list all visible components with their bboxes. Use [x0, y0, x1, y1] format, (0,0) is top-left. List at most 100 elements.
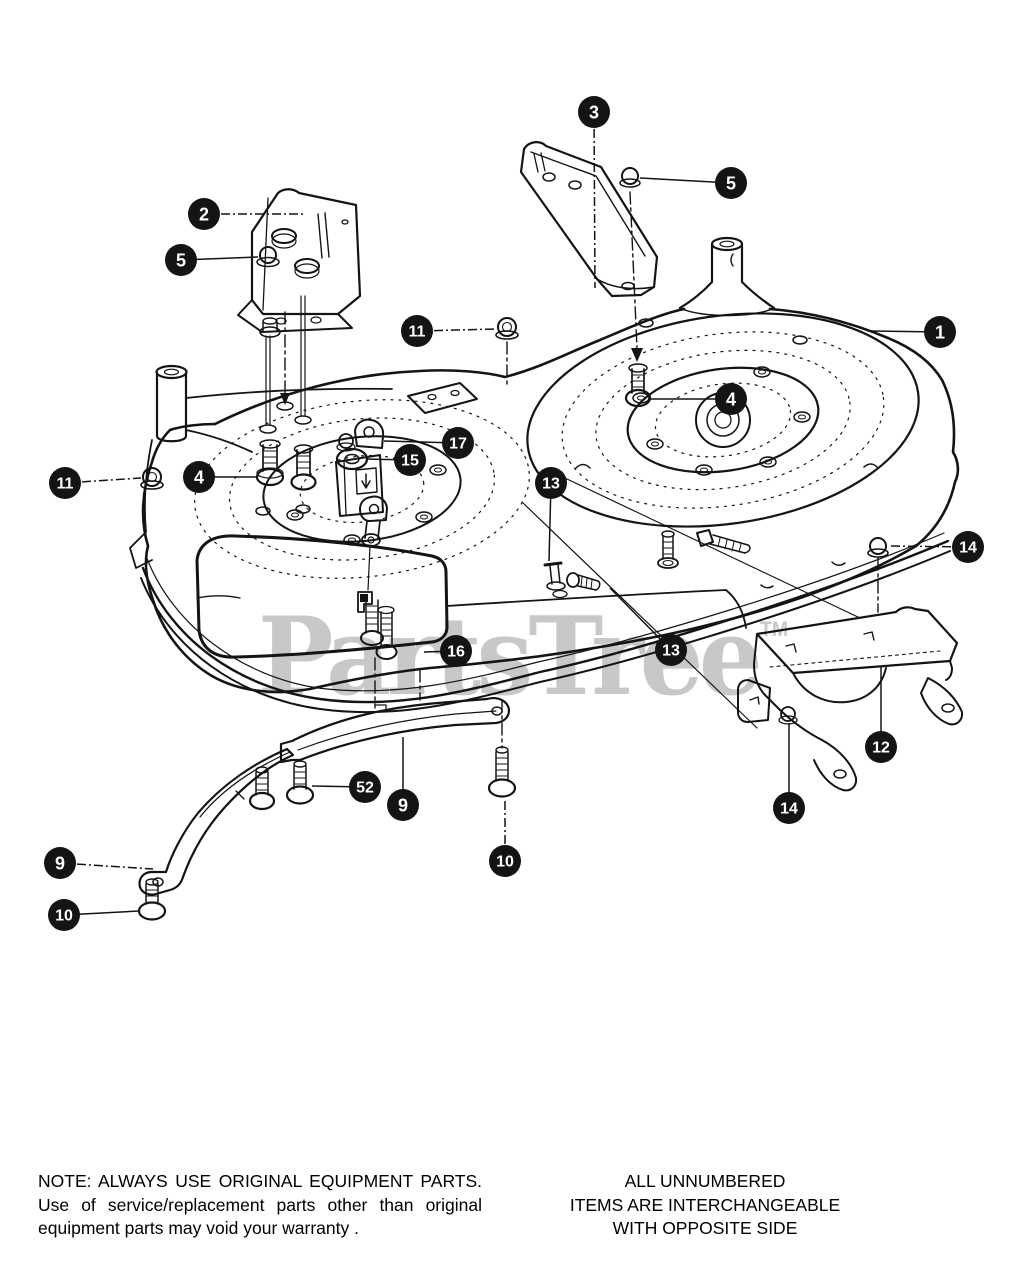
callout-17: 17	[383, 427, 474, 459]
callout-circle-14	[952, 531, 984, 563]
callout-12: 12	[865, 666, 897, 763]
callout-circle-14	[773, 792, 805, 824]
callout-number: 16	[447, 644, 465, 661]
callout-5: 5	[165, 244, 259, 276]
callout-circle-10	[489, 845, 521, 877]
callout-number: 9	[398, 796, 408, 816]
nut-5-left	[259, 246, 277, 264]
callout-number: 4	[726, 390, 736, 410]
callout-circle-52	[349, 771, 381, 803]
callout-number: 14	[780, 801, 798, 818]
callout-number: 15	[401, 453, 419, 470]
callout-circle-5	[715, 167, 747, 199]
nut-5-right	[621, 167, 639, 185]
callout-circle-10	[48, 899, 80, 931]
callout-leader-line	[59, 862, 154, 870]
callout-9: 9	[387, 737, 419, 821]
callout-10: 10	[489, 798, 521, 877]
carriage-bolts	[137, 746, 517, 921]
callout-number: 5	[176, 251, 186, 271]
callout-circle-13	[655, 634, 687, 666]
nut-11-left	[142, 467, 162, 487]
callout-number: 9	[55, 854, 65, 874]
spindle-bolt-right	[624, 363, 652, 408]
callout-circle-4	[183, 461, 215, 493]
callout-number: 13	[662, 643, 680, 660]
note-line: NOTE: ALWAYS USE ORIGINAL EQUIPMENT PART…	[38, 1171, 482, 1191]
callout-13: 13	[535, 467, 567, 562]
plate-part-12	[737, 606, 964, 792]
note-interchangeable: ALL UNNUMBERED ITEMS ARE INTERCHANGEABLE…	[553, 1170, 857, 1241]
bolt-52	[285, 785, 315, 805]
callout-circle-2	[188, 198, 220, 230]
callout-circle-13	[535, 467, 567, 499]
baffle-strips	[138, 697, 511, 896]
bolt-10-mid	[487, 778, 517, 798]
note-line: Use of service/replacement parts other t…	[38, 1194, 482, 1215]
watermark-tm: TM	[759, 618, 789, 641]
callout-14: 14	[888, 531, 984, 563]
callout-circle-11	[401, 315, 433, 347]
callout-number: 1	[935, 323, 945, 343]
note-line: ALL UNNUMBERED	[624, 1171, 786, 1191]
deck-shell	[129, 236, 960, 714]
bolt-10-left	[137, 901, 167, 921]
nut-14-right	[869, 537, 887, 555]
callout-number: 13	[542, 476, 560, 493]
callout-16: 16	[423, 635, 472, 667]
note-original-parts: NOTE: ALWAYS USE ORIGINAL EQUIPMENT PART…	[38, 1170, 482, 1241]
nut-14-bottom	[780, 706, 796, 722]
callout-number: 5	[726, 174, 736, 194]
callout-number: 17	[449, 436, 467, 453]
callout-11: 11	[49, 467, 142, 499]
bracket-part-3	[519, 141, 659, 298]
callout-circle-4	[715, 383, 747, 415]
callout-number: 12	[872, 740, 890, 757]
callout-circle-16	[440, 635, 472, 667]
callout-number: 14	[959, 540, 977, 557]
callout-52: 52	[311, 771, 381, 803]
hardware-13-left	[543, 561, 601, 599]
callout-15: 15	[365, 444, 426, 476]
callout-number: 52	[356, 780, 374, 797]
note-line: WITH OPPOSITE SIDE	[612, 1218, 798, 1238]
right-spindle-holes	[632, 318, 811, 476]
callout-4: 4	[650, 383, 747, 415]
left-spindle-holes	[255, 464, 447, 546]
callout-number: 10	[55, 908, 73, 925]
callout-number: 2	[199, 205, 209, 225]
flanged-nuts	[140, 317, 889, 558]
note-line: ITEMS ARE INTERCHANGEABLE	[569, 1194, 841, 1215]
assembly-centerlines	[284, 191, 879, 749]
callout-14: 14	[773, 723, 805, 824]
callout-3: 3	[578, 96, 610, 289]
callout-circle-9	[44, 847, 76, 879]
callout-circle-5	[165, 244, 197, 276]
flow-arrows	[280, 348, 643, 405]
callout-13: 13	[609, 587, 687, 666]
callout-11: 11	[401, 315, 498, 347]
callout-1: 1	[869, 316, 956, 348]
nut-11-top	[497, 317, 517, 337]
bracket-part-2	[237, 188, 362, 434]
callout-2: 2	[188, 198, 303, 230]
callout-number: 10	[496, 854, 514, 871]
callout-9: 9	[44, 847, 154, 879]
callout-circle-9	[387, 789, 419, 821]
callout-number: 11	[409, 324, 426, 341]
callout-leader-line	[593, 111, 596, 289]
callout-number: 3	[589, 103, 599, 123]
bolts-part-16	[357, 591, 398, 660]
spindle-bolts-left	[255, 439, 317, 491]
callout-number: 4	[194, 468, 204, 488]
callout-circle-1	[924, 316, 956, 348]
callout-circle-17	[442, 427, 474, 459]
callout-5: 5	[639, 167, 747, 199]
callout-circle-12	[865, 731, 897, 763]
callout-number: 11	[57, 476, 74, 493]
note-line: equipment parts may void your warranty .	[38, 1218, 359, 1238]
callout-circle-15	[394, 444, 426, 476]
